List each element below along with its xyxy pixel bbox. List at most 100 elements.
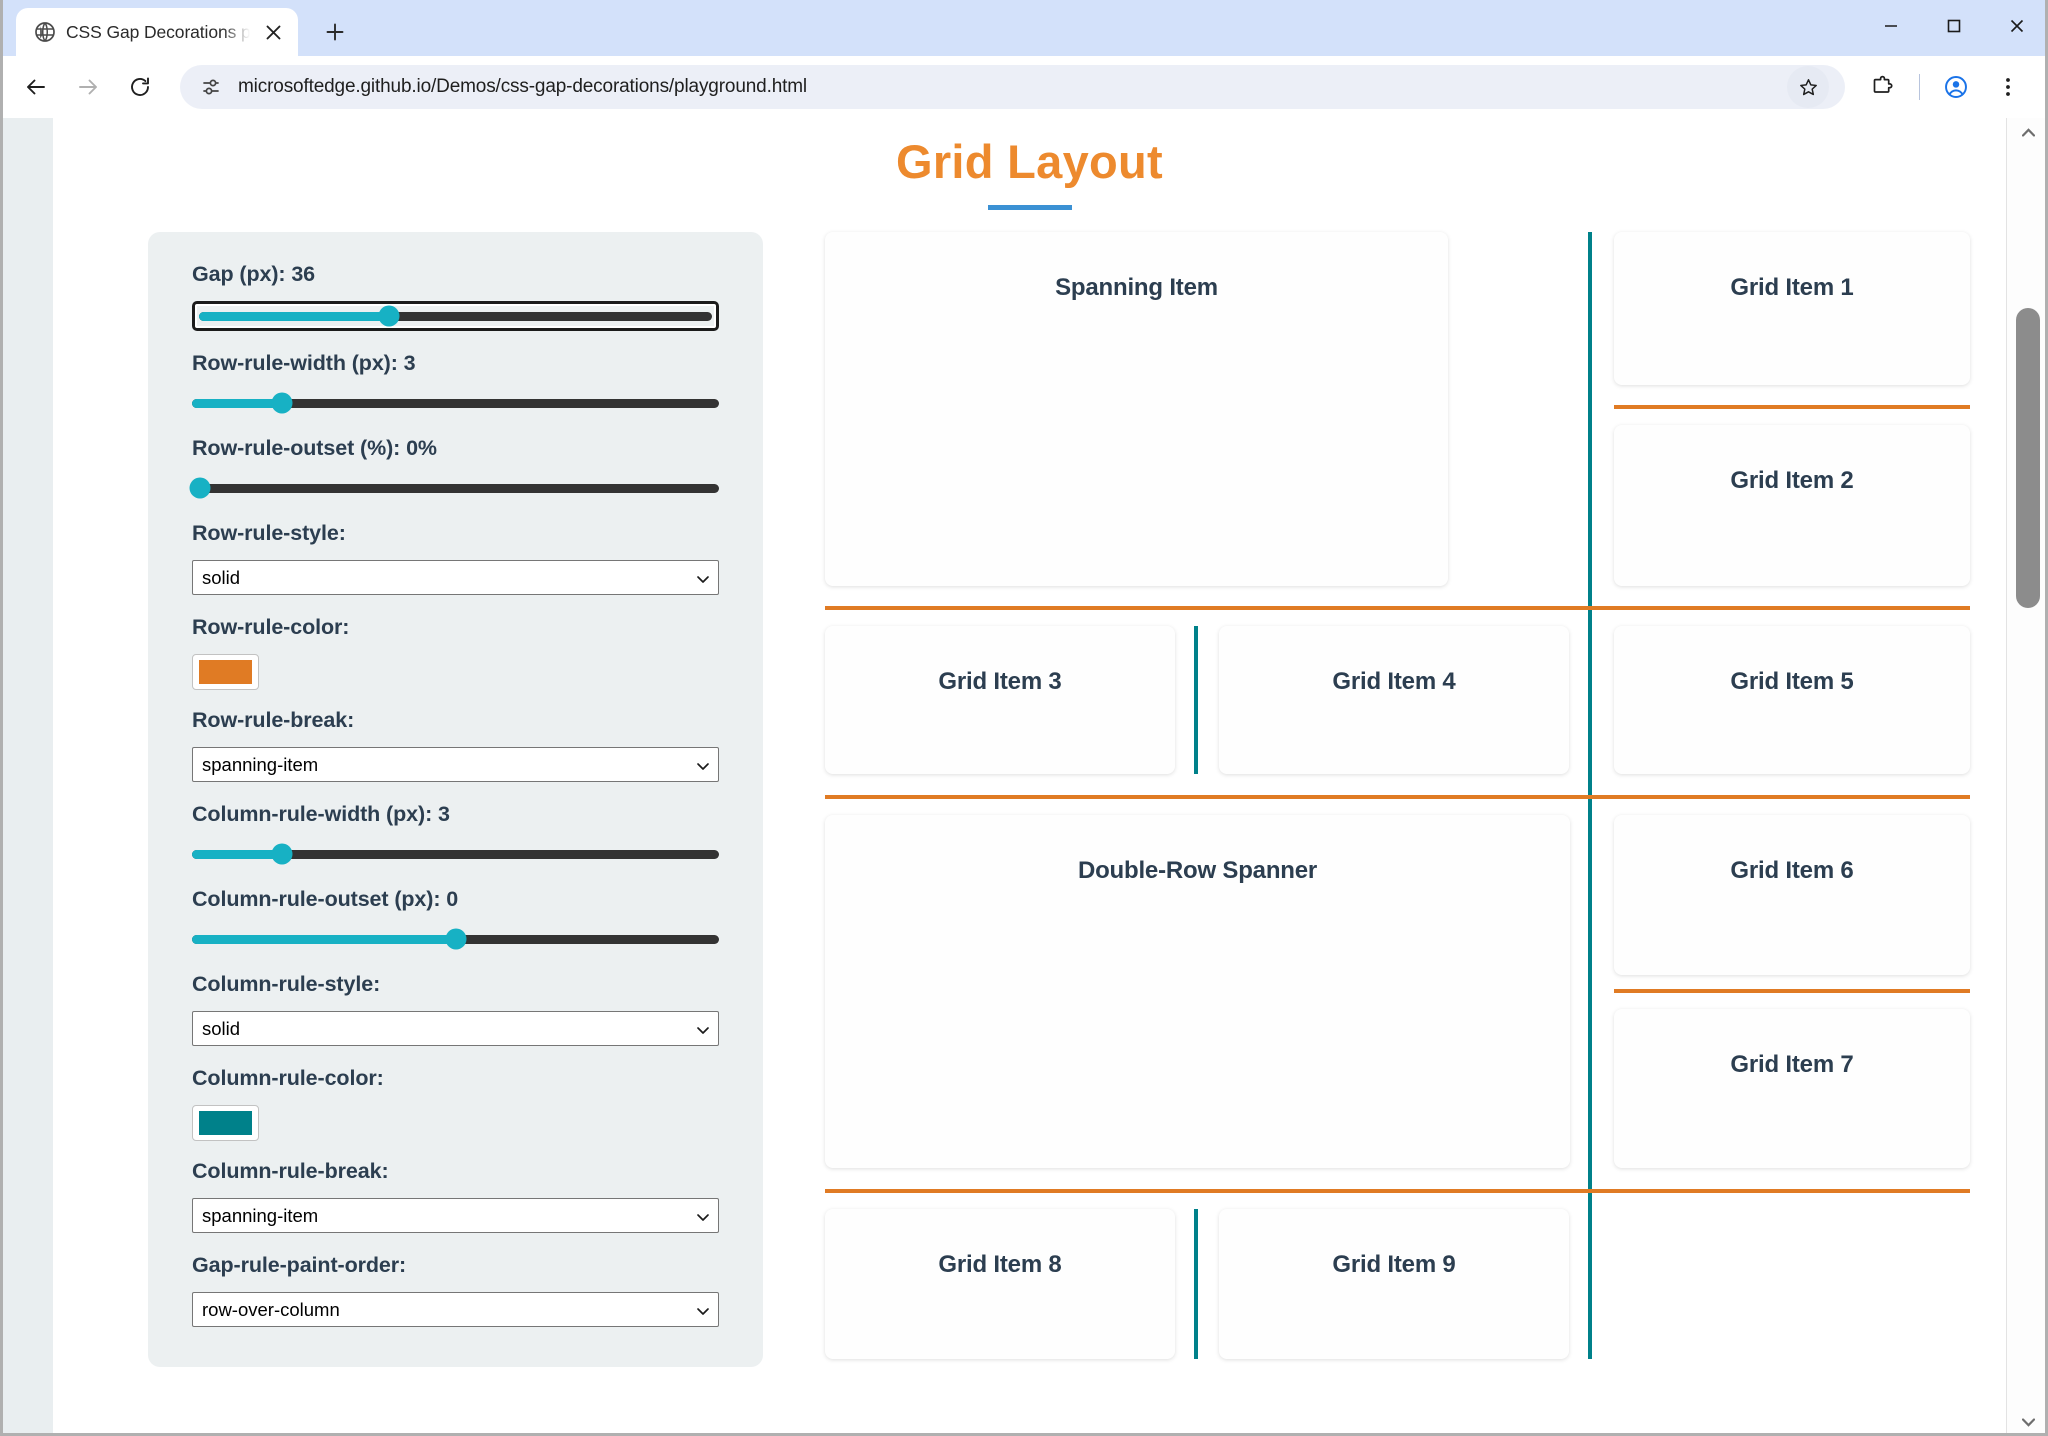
cell-label: Grid Item 2	[1730, 467, 1854, 494]
chevron-down-icon	[695, 1208, 711, 1224]
globe-icon	[34, 21, 56, 43]
back-arrow-icon[interactable]	[12, 63, 60, 111]
star-icon[interactable]	[1787, 66, 1829, 108]
double-row-spanner: Double-Row Spanner	[825, 815, 1570, 1168]
row-rule-full-1	[825, 606, 1970, 610]
grid-item-9: Grid Item 9	[1219, 1209, 1569, 1359]
column-rule-break-select[interactable]: spanning-item	[192, 1198, 719, 1233]
cell-label: Grid Item 3	[938, 668, 1062, 695]
puzzle-piece-icon[interactable]	[1859, 63, 1907, 111]
chevron-down-icon	[695, 1302, 711, 1318]
controls-panel: Gap (px): 36 Row-rule-width (px): 3 Row-…	[148, 232, 763, 1367]
row-rule-outset-slider[interactable]	[189, 475, 719, 501]
title-underline	[987, 205, 1072, 210]
column-rule-style-select[interactable]: solid	[192, 1011, 719, 1046]
minimize-icon[interactable]	[1859, 0, 1922, 52]
grid-item-6: Grid Item 6	[1614, 815, 1970, 975]
cell-label: Grid Item 6	[1730, 857, 1854, 884]
forward-arrow-icon[interactable]	[64, 63, 112, 111]
cell-label: Grid Item 4	[1332, 668, 1456, 695]
row-rule-style-label: Row-rule-style:	[192, 521, 346, 545]
column-rule-color-label: Column-rule-color:	[192, 1066, 384, 1090]
close-icon[interactable]	[260, 19, 286, 45]
scroll-down-arrow-icon[interactable]	[2007, 1408, 2048, 1436]
chevron-down-icon	[695, 570, 711, 586]
grid-item-4: Grid Item 4	[1219, 626, 1569, 774]
new-tab-button[interactable]	[312, 9, 358, 55]
chevron-down-icon	[695, 757, 711, 773]
page-content: Grid Layout Gap (px): 36 Row-rule-width …	[53, 118, 2006, 1436]
maximize-icon[interactable]	[1922, 0, 1985, 52]
gap-slider[interactable]	[192, 301, 719, 331]
column-rule-break-label: Column-rule-break:	[192, 1159, 389, 1183]
row-rule-color-label: Row-rule-color:	[192, 615, 350, 639]
browser-toolbar: microsoftedge.github.io/Demos/css-gap-de…	[0, 56, 2048, 118]
window-frame-left	[0, 0, 3, 1436]
page-scrollbar[interactable]	[2006, 118, 2048, 1436]
column-rule-r4	[1194, 1209, 1198, 1359]
row-rule-right-1	[1614, 405, 1970, 409]
cell-label: Grid Item 5	[1730, 668, 1854, 695]
row-rule-width-label: Row-rule-width (px): 3	[192, 351, 416, 375]
column-rule-color-swatch	[199, 1111, 252, 1135]
toolbar-divider	[1919, 74, 1920, 100]
row-rule-full-2	[825, 795, 1970, 799]
gap-label: Gap (px): 36	[192, 262, 316, 286]
grid-item-8: Grid Item 8	[825, 1209, 1175, 1359]
cell-label: Double-Row Spanner	[1077, 857, 1318, 884]
browser-tab[interactable]: CSS Gap Decorations playgroun	[16, 8, 298, 56]
tab-title: CSS Gap Decorations playgroun	[66, 21, 250, 42]
row-rule-break-value: spanning-item	[202, 753, 319, 775]
row-rule-full-3	[825, 1189, 1970, 1193]
column-rule-style-value: solid	[202, 1017, 241, 1039]
gap-rule-paint-order-select[interactable]: row-over-column	[192, 1292, 719, 1327]
site-settings-icon[interactable]	[200, 76, 222, 98]
column-rule-outset-slider[interactable]	[192, 926, 719, 952]
column-rule-style-label: Column-rule-style:	[192, 972, 381, 996]
cell-label: Grid Item 9	[1332, 1251, 1456, 1278]
cell-label: Grid Item 1	[1730, 274, 1854, 301]
grid-item-1: Grid Item 1	[1614, 232, 1970, 385]
cell-label: Spanning Item	[1055, 274, 1218, 301]
scroll-up-arrow-icon[interactable]	[2007, 118, 2048, 146]
column-rule-color-picker[interactable]	[192, 1105, 259, 1141]
page-title: Grid Layout	[895, 135, 1164, 188]
grid-item-7: Grid Item 7	[1614, 1009, 1970, 1168]
spanning-item: Spanning Item	[825, 232, 1448, 586]
row-rule-width-slider[interactable]	[192, 390, 719, 416]
column-rule-width-slider[interactable]	[192, 841, 719, 867]
cell-label: Grid Item 7	[1730, 1051, 1854, 1078]
chevron-down-icon	[695, 1021, 711, 1037]
column-rule-width-label: Column-rule-width (px): 3	[192, 802, 450, 826]
cell-label: Grid Item 8	[938, 1251, 1062, 1278]
column-rule-outset-label: Column-rule-outset (px): 0	[192, 887, 459, 911]
address-bar[interactable]: microsoftedge.github.io/Demos/css-gap-de…	[180, 65, 1845, 109]
three-dot-menu-icon[interactable]	[1984, 63, 2032, 111]
row-rule-style-select[interactable]: solid	[192, 560, 719, 595]
page-viewport: Grid Layout Gap (px): 36 Row-rule-width …	[0, 118, 2048, 1436]
grid-demo: Spanning Item Grid Item 1 Grid Item 2 Grid …	[825, 232, 1970, 1400]
row-rule-right-2	[1614, 989, 1970, 993]
reload-icon[interactable]	[116, 63, 164, 111]
column-rule-r2	[1194, 626, 1198, 774]
row-rule-style-value: solid	[202, 566, 241, 588]
grid-item-3: Grid Item 3	[825, 626, 1175, 774]
window-controls	[1859, 0, 2048, 52]
row-rule-outset-label: Row-rule-outset (%): 0%	[192, 436, 437, 460]
scrollbar-thumb[interactable]	[2016, 308, 2040, 608]
gap-rule-paint-order-value: row-over-column	[202, 1298, 340, 1320]
row-rule-break-label: Row-rule-break:	[192, 708, 355, 732]
playground-layout: Gap (px): 36 Row-rule-width (px): 3 Row-…	[93, 210, 1970, 1400]
account-circle-icon[interactable]	[1932, 63, 1980, 111]
gap-rule-paint-order-label: Gap-rule-paint-order:	[192, 1253, 407, 1277]
row-rule-break-select[interactable]: spanning-item	[192, 747, 719, 782]
grid-item-2: Grid Item 2	[1614, 425, 1970, 586]
grid-item-5: Grid Item 5	[1614, 626, 1970, 774]
page-header: Grid Layout	[93, 118, 1966, 210]
window-frame-right	[2045, 0, 2048, 1436]
tab-strip: CSS Gap Decorations playgroun	[0, 0, 2048, 56]
row-rule-color-picker[interactable]	[192, 654, 259, 690]
close-icon[interactable]	[1985, 0, 2048, 52]
column-rule-break-value: spanning-item	[202, 1204, 319, 1226]
